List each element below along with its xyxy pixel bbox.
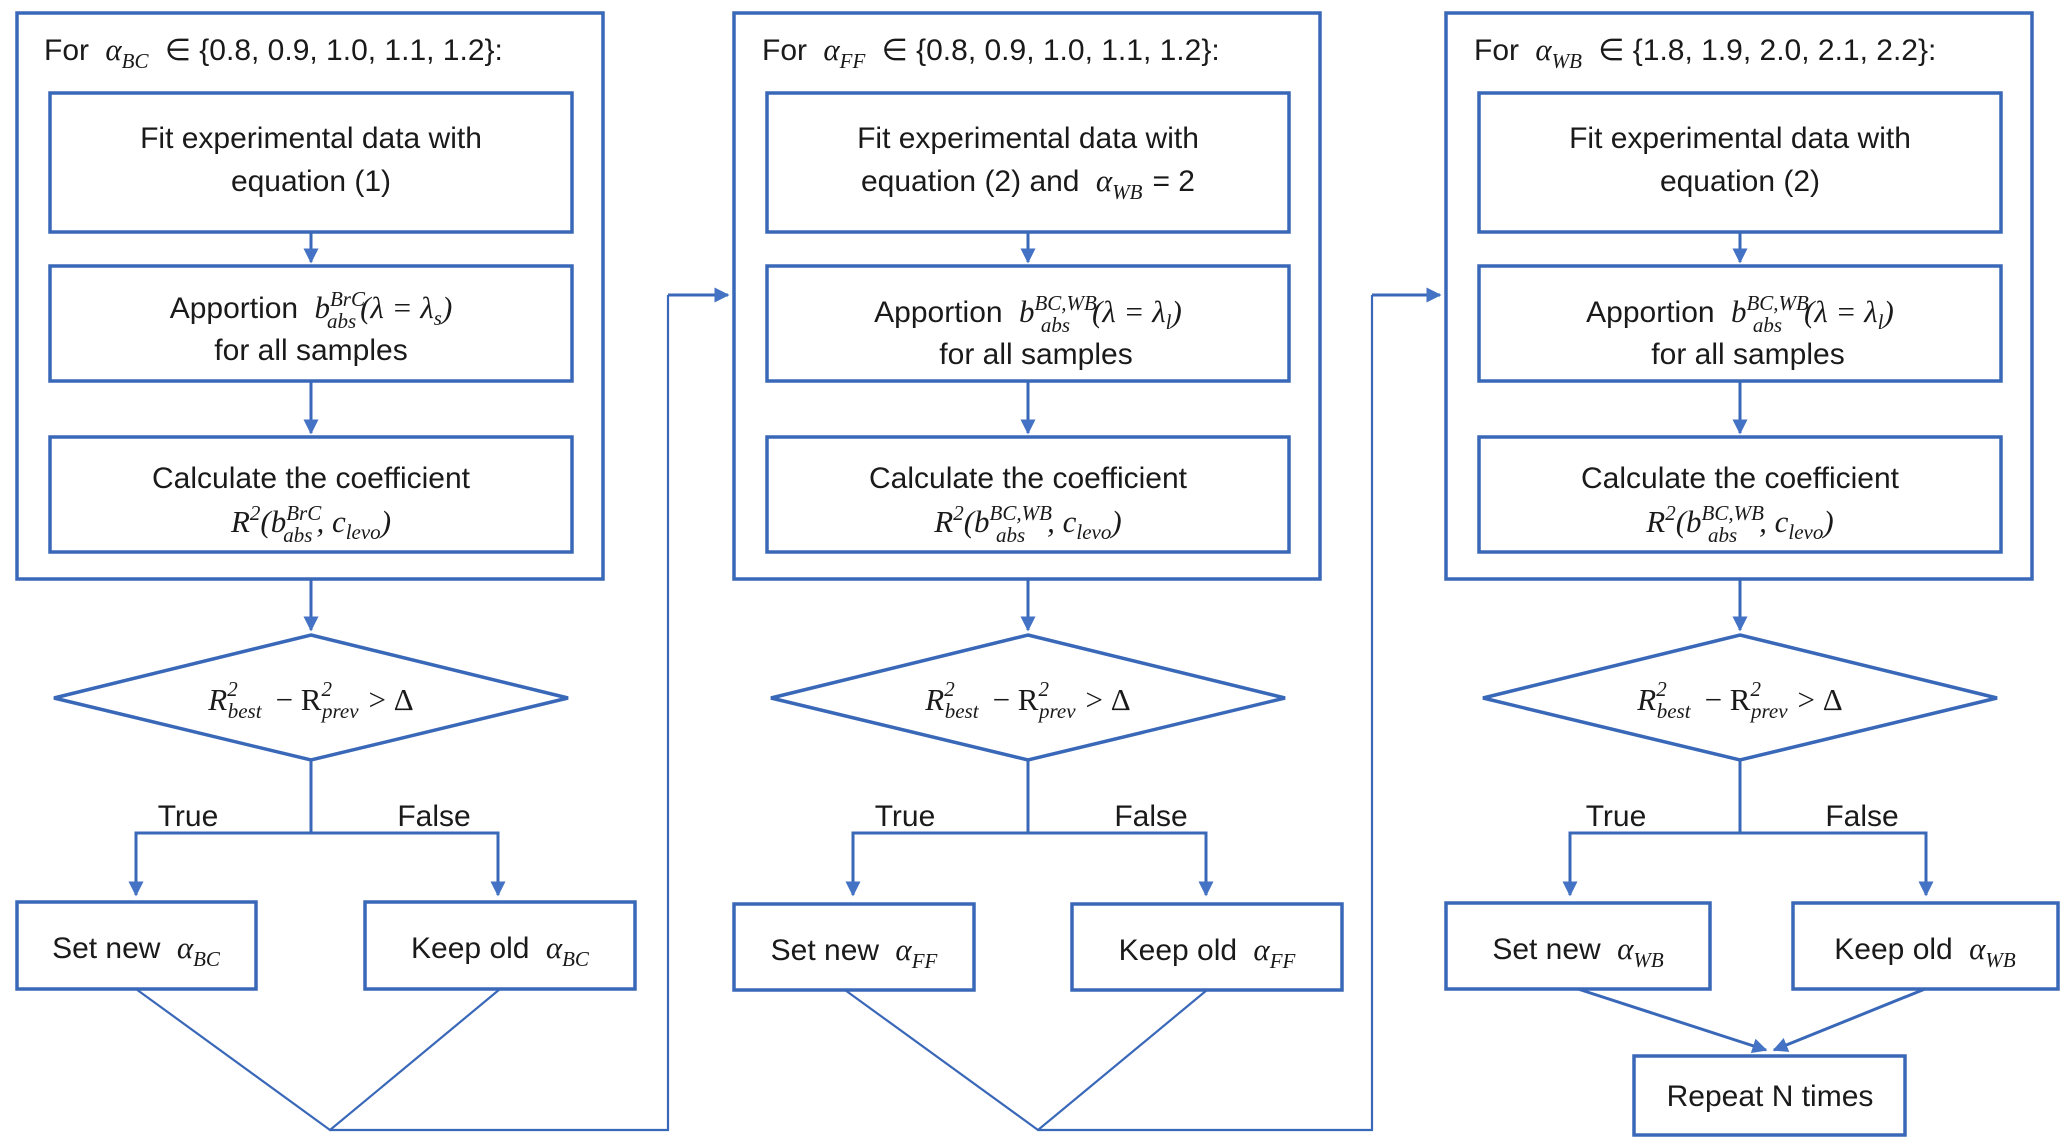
- set-new-box: [15, 900, 258, 991]
- loop-header: For αWB ∈ {1.8, 1.9, 2.0, 2.1, 2.2}:: [1474, 32, 1936, 75]
- fit-line-2: equation (2): [1660, 165, 1820, 198]
- apportion-box: [48, 264, 574, 383]
- true-label: True: [158, 800, 219, 833]
- loop-header: For αFF ∈ {0.8, 0.9, 1.0, 1.1, 1.2}:: [762, 32, 1220, 75]
- true-label: True: [1586, 800, 1647, 833]
- coefficient-box: [765, 435, 1291, 554]
- arrow-set-new-to-repeat: [1577, 987, 1768, 1053]
- apportion-box: [765, 264, 1291, 383]
- fit-box: [48, 91, 574, 234]
- apportion-line-2: for all samples: [214, 334, 407, 367]
- false-label: False: [1825, 800, 1898, 833]
- coefficient-line-1: Calculate the coefficient: [1581, 462, 1900, 495]
- coefficient-box: [1477, 435, 2003, 554]
- fit-box: [765, 91, 1291, 234]
- set-new-text: Set new αFF: [771, 932, 938, 973]
- arrow-keep-old-to-repeat: [1772, 987, 1926, 1052]
- fit-line-1: Fit experimental data with: [857, 122, 1199, 155]
- coefficient-line-1: Calculate the coefficient: [152, 462, 471, 495]
- loop-header: For αBC ∈ {0.8, 0.9, 1.0, 1.1, 1.2}:: [44, 32, 503, 75]
- false-branch-arrow: [311, 831, 506, 897]
- column-wb: For αWB ∈ {1.8, 1.9, 2.0, 2.1, 2.2}: Fit…: [1444, 11, 2060, 1137]
- connector-to-col2: [330, 295, 670, 1132]
- keep-old-text: Keep old αWB: [1834, 931, 2016, 972]
- apportion-line-2: for all samples: [939, 338, 1132, 371]
- true-branch-arrow: [128, 831, 311, 897]
- true-label: True: [875, 800, 936, 833]
- coefficient-box: [48, 435, 574, 554]
- keep-old-text: Keep old αBC: [411, 930, 590, 971]
- fit-line-1: Fit experimental data with: [140, 122, 482, 155]
- apportion-line-2: for all samples: [1651, 338, 1844, 371]
- set-new-text: Set new αWB: [1492, 931, 1664, 972]
- repeat-box: [1632, 1054, 1907, 1137]
- merge-lines: [135, 988, 501, 1132]
- column-ff: For αFF ∈ {0.8, 0.9, 1.0, 1.1, 1.2}: Fit…: [732, 11, 1442, 1132]
- connector-to-col3: [1038, 295, 1374, 1132]
- apportion-box: [1477, 264, 2003, 383]
- fit-line-1: Fit experimental data with: [1569, 122, 1911, 155]
- false-label: False: [1114, 800, 1187, 833]
- fit-line-2: equation (1): [231, 165, 391, 198]
- set-new-text: Set new αBC: [52, 930, 221, 971]
- repeat-text: Repeat N times: [1667, 1080, 1874, 1113]
- keep-old-text: Keep old αFF: [1119, 932, 1296, 973]
- keep-old-box: [1791, 901, 2060, 991]
- set-new-box: [732, 902, 976, 992]
- fit-line-2: equation (2) and αWB= 2: [861, 163, 1195, 204]
- false-label: False: [397, 800, 470, 833]
- false-branch-arrow: [1028, 831, 1214, 897]
- merge-lines: [844, 989, 1208, 1132]
- true-branch-arrow: [1562, 831, 1740, 897]
- true-branch-arrow: [845, 831, 1028, 897]
- coefficient-line-1: Calculate the coefficient: [869, 462, 1188, 495]
- keep-old-box: [1070, 902, 1344, 992]
- column-bc: For αBC ∈ {0.8, 0.9, 1.0, 1.1, 1.2}: Fit…: [15, 11, 730, 1132]
- fit-box: [1477, 91, 2003, 234]
- false-branch-arrow: [1740, 831, 1934, 897]
- set-new-box: [1444, 901, 1712, 991]
